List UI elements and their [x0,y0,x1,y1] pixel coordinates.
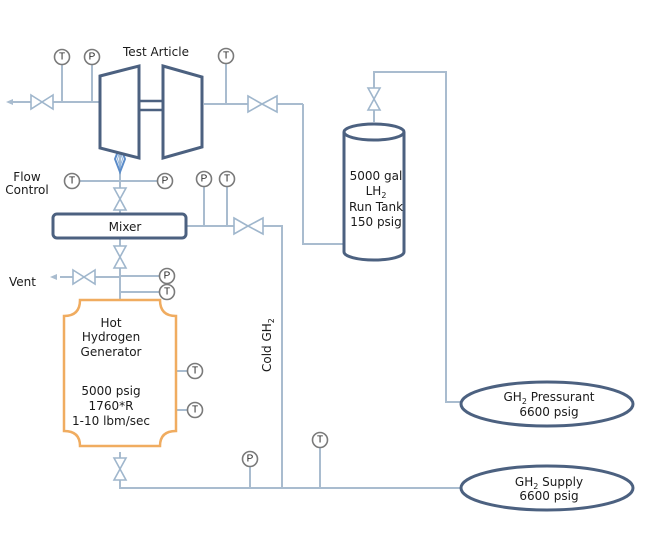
compressor-stage [98,64,141,160]
cold-gh2-label: Cold GH2 [260,318,276,372]
pressure-gauge-icon[interactable]: P [158,267,176,285]
pressure-gauge-icon[interactable]: P [241,450,259,468]
gh2-pressurant-vessel[interactable] [459,380,635,428]
valves [30,87,382,481]
svg-text:T: T [69,176,75,187]
svg-text:T: T [59,52,65,63]
instruments: T P T T P P T P T T T P T [53,47,329,468]
svg-text:P: P [162,176,169,187]
mixer-label: Mixer [109,220,142,234]
generator-label-3: Generator [81,345,142,359]
cold-gh2-pipe [187,225,283,487]
svg-text:P: P [164,271,171,282]
turbine-stage [161,64,204,160]
gh2-supply-vessel[interactable] [459,464,635,512]
hot-hydrogen-generator[interactable] [62,298,178,448]
supply-pipe [119,452,462,489]
pressure-gauge-icon[interactable]: P [195,170,213,188]
tank-pressure: 150 psig [350,215,402,229]
tank-capacity: 5000 gal [350,169,403,183]
flow-control-valve[interactable] [112,187,128,211]
svg-text:P: P [247,454,254,465]
svg-text:T: T [192,366,198,377]
tank-fluid: LH2 [366,184,387,200]
mixer-box[interactable] [51,212,188,240]
tank-top [342,122,406,142]
temperature-gauge-icon[interactable]: T [218,170,236,188]
outlet-valve[interactable] [30,93,54,111]
pressure-gauge-icon[interactable]: P [83,48,101,66]
svg-text:T: T [192,405,198,416]
svg-text:P: P [89,52,96,63]
test-article[interactable] [98,64,204,160]
supply-pressure: 6600 psig [519,489,578,503]
svg-text:Cold GH2: Cold GH2 [260,318,276,372]
temperature-gauge-icon[interactable]: T [53,48,71,66]
svg-text:T: T [164,287,170,298]
svg-text:T: T [317,435,323,446]
generator-flow-rate: 1-10 lbm/sec [72,414,150,428]
temperature-gauge-icon[interactable]: T [186,362,204,380]
vent-arrow-icon [50,274,57,280]
vent-valve[interactable] [72,268,96,286]
svg-text:T: T [223,51,229,62]
temperature-gauge-icon[interactable]: T [186,401,204,419]
generator-label-2: Hydrogen [82,330,140,344]
temperature-gauge-icon[interactable]: T [217,47,235,65]
svg-text:P: P [201,174,208,185]
tank-feed-valve[interactable] [247,94,278,114]
test-article-label: Test Article [122,45,189,59]
temperature-gauge-icon[interactable]: T [63,172,81,190]
temperature-gauge-icon[interactable]: T [158,283,176,301]
flow-control-inner [116,149,124,169]
tank-name: Run Tank [349,200,403,214]
temperature-gauge-icon[interactable]: T [311,431,329,449]
supply-name: GH2 Supply [515,475,583,491]
flow-control-label-1: Flow [13,170,41,184]
tank-feed-pipe [302,104,345,245]
generator-temperature: 1760*R [89,399,134,413]
pressurant-name: GH2 Pressurant [503,390,594,406]
generator-label-1: Hot [100,316,121,330]
supply-valve[interactable] [112,457,128,481]
pressurant-pressure: 6600 psig [519,405,578,419]
vent-label: Vent [9,275,36,289]
outlet-arrow-icon [6,99,13,105]
tank-vent-valve[interactable] [366,87,382,111]
flow-control-label-2: Control [5,183,48,197]
mixer-inlet-valve[interactable] [112,245,128,269]
run-tank[interactable] [342,122,406,262]
svg-text:T: T [224,174,230,185]
tank-body [342,132,406,262]
cold-gh2-valve[interactable] [233,216,264,236]
pressure-gauge-icon[interactable]: P [156,172,174,190]
generator-pressure: 5000 psig [81,384,140,398]
